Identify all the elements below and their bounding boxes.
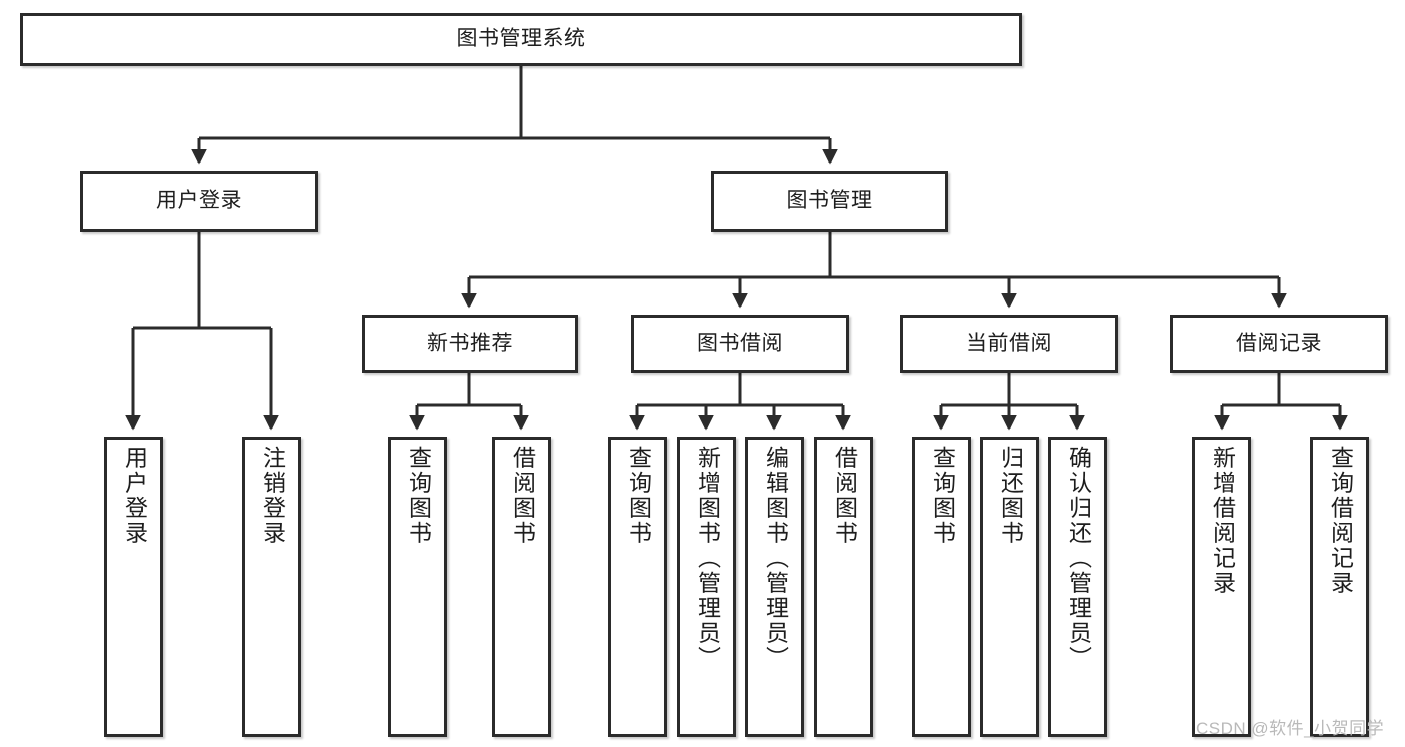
node-label: 新书推荐 bbox=[427, 331, 513, 355]
node-label: 借阅图书 bbox=[831, 446, 858, 546]
node-label: 借阅记录 bbox=[1236, 331, 1322, 355]
node-label: 查询图书 bbox=[625, 446, 652, 546]
node-root-library-system[interactable]: 图书管理系统 bbox=[20, 13, 1022, 66]
node-label: 图书管理 bbox=[786, 189, 873, 213]
node-new-book-recommend[interactable]: 新书推荐 bbox=[362, 315, 578, 373]
leaf-current-query-book[interactable]: 查询图书 bbox=[912, 437, 971, 737]
node-label: 图书管理系统 bbox=[456, 27, 586, 51]
leaf-user-login-signin[interactable]: 用户登录 bbox=[104, 437, 163, 737]
node-label: 归还图书 bbox=[997, 446, 1024, 546]
node-label: 新增图书（管理员） bbox=[694, 446, 721, 671]
node-user-login[interactable]: 用户登录 bbox=[80, 171, 318, 232]
node-borrow-record[interactable]: 借阅记录 bbox=[1170, 315, 1388, 373]
leaf-borrow-borrow-book[interactable]: 借阅图书 bbox=[814, 437, 873, 737]
node-label: 新增借阅记录 bbox=[1209, 446, 1236, 596]
leaf-current-confirm-return-admin[interactable]: 确认归还（管理员） bbox=[1048, 437, 1107, 737]
leaf-record-add-record[interactable]: 新增借阅记录 bbox=[1192, 437, 1251, 737]
node-book-borrow[interactable]: 图书借阅 bbox=[631, 315, 849, 373]
leaf-borrow-edit-book-admin[interactable]: 编辑图书（管理员） bbox=[745, 437, 804, 737]
leaf-record-query-record[interactable]: 查询借阅记录 bbox=[1310, 437, 1369, 737]
leaf-borrow-query-book[interactable]: 查询图书 bbox=[608, 437, 667, 737]
node-label: 查询图书 bbox=[405, 446, 432, 546]
node-label: 用户登录 bbox=[156, 189, 242, 213]
node-current-borrow[interactable]: 当前借阅 bbox=[900, 315, 1118, 373]
leaf-current-return-book[interactable]: 归还图书 bbox=[980, 437, 1039, 737]
node-book-management[interactable]: 图书管理 bbox=[711, 171, 948, 232]
node-label: 查询借阅记录 bbox=[1327, 446, 1354, 596]
leaf-user-login-signout[interactable]: 注销登录 bbox=[242, 437, 301, 737]
node-label: 注销登录 bbox=[259, 446, 286, 546]
leaf-new-book-query[interactable]: 查询图书 bbox=[388, 437, 447, 737]
node-label: 查询图书 bbox=[929, 446, 956, 546]
node-label: 当前借阅 bbox=[966, 331, 1052, 355]
node-label: 借阅图书 bbox=[509, 446, 536, 546]
node-label: 用户登录 bbox=[121, 446, 148, 546]
leaf-new-book-borrow[interactable]: 借阅图书 bbox=[492, 437, 551, 737]
leaf-borrow-add-book-admin[interactable]: 新增图书（管理员） bbox=[677, 437, 736, 737]
node-label: 图书借阅 bbox=[697, 331, 783, 355]
node-label: 确认归还（管理员） bbox=[1065, 446, 1092, 671]
node-label: 编辑图书（管理员） bbox=[762, 446, 789, 671]
